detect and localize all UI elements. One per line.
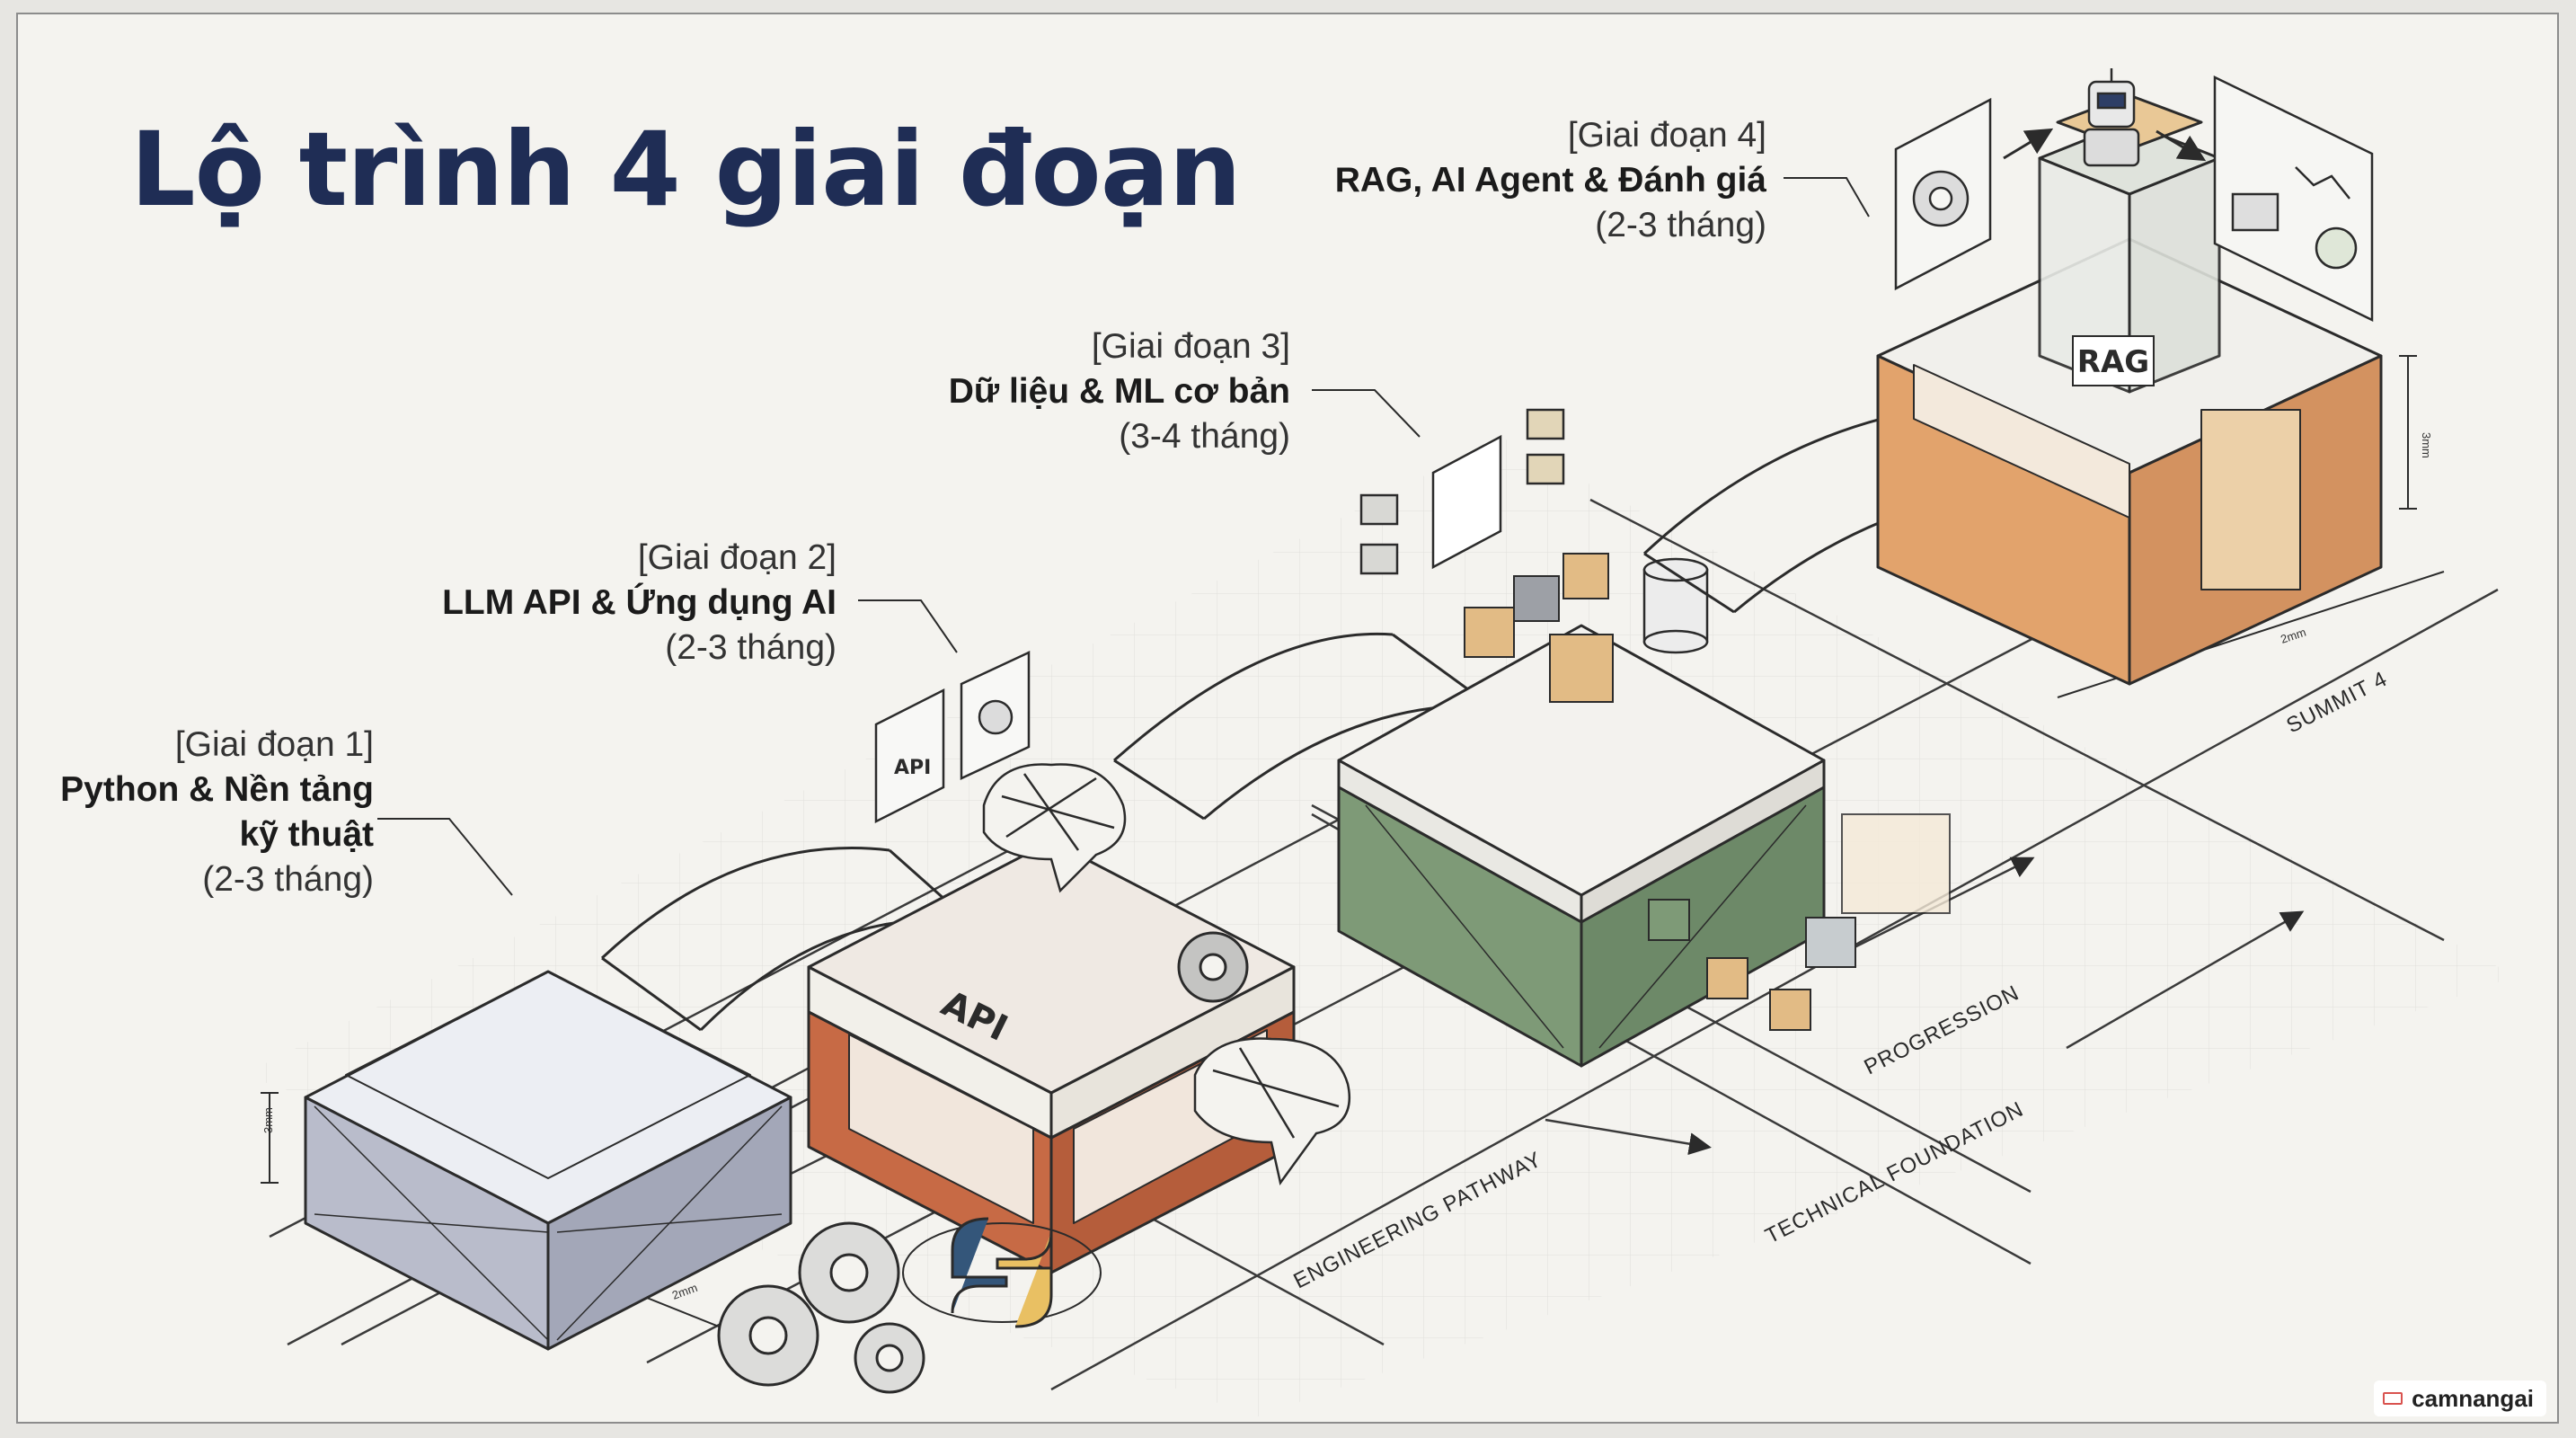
watermark-badge: camnangai [2374, 1380, 2546, 1416]
stage-3-platform [1337, 624, 1826, 1068]
stage-1-phase: [Giai đoạn 1] [174, 725, 374, 764]
stage-3-name: Dữ liệu & ML cơ bản [948, 372, 1290, 411]
rag-label-box [2072, 335, 2155, 386]
stage-1-duration: (2-3 tháng) [202, 860, 374, 899]
gears-icon [717, 1221, 925, 1394]
progression-cubes [1648, 813, 1951, 1031]
stage-2-platform [807, 839, 1296, 1274]
database-icon [1642, 557, 1709, 654]
agent-flow-arrows [2003, 128, 2207, 162]
stage-1-name-line1: Python & Nền tảng [60, 770, 374, 809]
stage-2-phase: [Giai đoạn 2] [637, 538, 837, 577]
brain-floor-icon [1193, 1037, 1351, 1185]
stage-2-duration: (2-3 tháng) [665, 628, 837, 667]
api-card-label: API [894, 757, 931, 779]
diagram-canvas: 3mm 2mm 3mm 2mm ENGINEERING PATHWAY TECH… [16, 13, 2559, 1424]
api-gear-icon [1177, 931, 1249, 1003]
stage-1-platform [304, 970, 792, 1351]
stage-1-callout: [Giai đoạn 1] Python & Nền tảng kỹ thuật… [60, 723, 374, 902]
dashboard-panel [2213, 75, 2374, 322]
stage-4-name: RAG, AI Agent & Đánh giá [1334, 161, 1766, 200]
roadmap-illustration: 3mm 2mm 3mm 2mm ENGINEERING PATHWAY TECH… [243, 68, 2516, 1416]
stage-2-callout: [Giai đoạn 2] LLM API & Ứng dụng AI (2-3… [442, 536, 837, 670]
stage-3-callout: [Giai đoạn 3] Dữ liệu & ML cơ bản (3-4 t… [949, 324, 1290, 459]
book-icon [2383, 1392, 2403, 1405]
settings-panel [1894, 97, 1992, 291]
python-logo-icon [902, 1217, 1102, 1328]
dimension-label-a: 3mm [261, 1107, 275, 1133]
neural-network-card [1359, 408, 1565, 575]
dimension-label-c: 3mm [2420, 432, 2433, 458]
watermark-text: camnangai [2412, 1384, 2534, 1412]
stage-2-name: LLM API & Ứng dụng AI [442, 583, 837, 622]
stage-1-name-line2: kỹ thuật [239, 815, 374, 854]
robot-agent-icon [2083, 68, 2140, 167]
data-cubes [1464, 553, 1614, 703]
stage-3-duration: (3-4 tháng) [1119, 417, 1290, 456]
stage-4-phase: [Giai đoạn 4] [1567, 116, 1766, 155]
dimension-label-d: 2mm [2279, 626, 2307, 646]
stage-4-duration: (2-3 tháng) [1595, 206, 1766, 244]
callout-leaders [377, 177, 1870, 896]
stage-3-phase: [Giai đoạn 3] [1091, 327, 1290, 366]
gear-card [960, 651, 1031, 780]
stage-4-callout: [Giai đoạn 4] RAG, AI Agent & Đánh giá (… [1335, 113, 1766, 248]
api-card [874, 688, 945, 824]
brain-icon [982, 763, 1127, 893]
rag-block-label: RAG [2077, 344, 2149, 380]
page-title: Lộ trình 4 giai đoạn [130, 110, 1242, 229]
